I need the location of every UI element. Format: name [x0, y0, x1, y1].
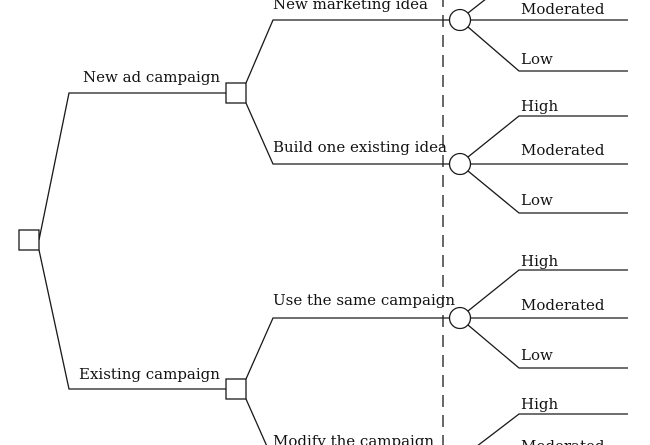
edge-to-option — [245, 398, 268, 445]
outcome-label-low: Low — [521, 191, 553, 209]
outcome-label-moderated: Moderated — [521, 0, 605, 18]
outcome-label-low: Low — [521, 346, 553, 364]
chance-node — [448, 152, 472, 176]
option-use-the-same-campaign: Use the same campaign High Moderated Low — [245, 252, 628, 380]
root-decision-node — [18, 229, 40, 251]
option-modify-the-campaign: Modify the campaign High Moderated — [245, 395, 628, 445]
branch-new-ad-campaign: New ad campaign New marketing idea Moder… — [38, 0, 628, 241]
edge-to-option — [245, 19, 449, 84]
chance-node — [448, 306, 472, 330]
edge-outcome-high — [467, 115, 628, 158]
edge-to-option — [245, 317, 449, 380]
decision-node-existing — [225, 378, 247, 400]
edge-outcome-low — [467, 324, 628, 369]
edge-root-to-new-ad — [38, 92, 226, 241]
edge-outcome-high — [477, 413, 628, 445]
outcome-label-low: Low — [521, 50, 553, 68]
edge-outcome-low — [467, 26, 628, 72]
branch-label: Existing campaign — [79, 365, 220, 383]
option-label: Use the same campaign — [273, 291, 455, 309]
edge-outcome-low — [467, 170, 628, 214]
chance-node — [448, 8, 472, 32]
option-label: Modify the campaign — [273, 432, 434, 445]
option-new-marketing-idea: New marketing idea Moderated Low — [245, 0, 628, 84]
option-build-one-existing-idea: Build one existing idea High Moderated L… — [245, 97, 628, 214]
edge-root-to-existing — [38, 249, 226, 390]
branch-label: New ad campaign — [83, 68, 220, 86]
decision-node-new-ad — [225, 82, 247, 104]
option-label: Build one existing idea — [273, 138, 447, 156]
outcome-label-high: High — [521, 395, 558, 413]
outcome-label-moderated: Moderated — [521, 141, 605, 159]
option-label: New marketing idea — [273, 0, 428, 13]
outcome-label-high: High — [521, 252, 558, 270]
outcome-label-high: High — [521, 97, 558, 115]
outcome-label-moderated: Moderated — [521, 296, 605, 314]
edge-outcome-high — [467, 269, 628, 312]
branch-existing-campaign: Existing campaign Use the same campaign … — [38, 249, 628, 445]
edge-to-option — [245, 102, 449, 165]
outcome-label-moderated: Moderated — [521, 437, 605, 445]
